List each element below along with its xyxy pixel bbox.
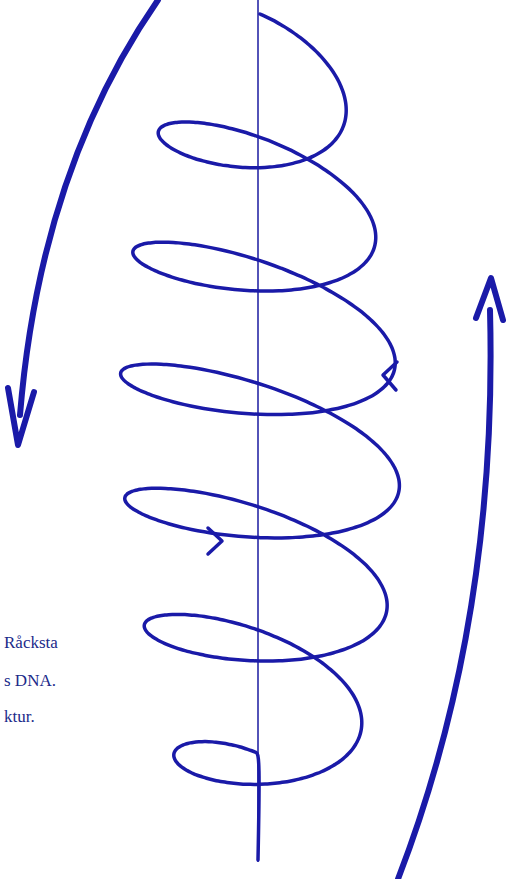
helix-spiral bbox=[121, 14, 400, 860]
direction-arrow bbox=[208, 528, 222, 554]
arrow-head bbox=[8, 388, 34, 445]
rotation-arrow bbox=[398, 310, 491, 879]
caption-fragment: Råcksta bbox=[3, 633, 59, 653]
rotation-arrow bbox=[20, 0, 158, 415]
helix-axis bbox=[257, 0, 259, 862]
caption-fragment: ktur. bbox=[3, 707, 36, 727]
caption-fragment: s DNA. bbox=[3, 671, 57, 691]
arrow-head bbox=[476, 278, 503, 320]
direction-arrow bbox=[383, 362, 397, 390]
